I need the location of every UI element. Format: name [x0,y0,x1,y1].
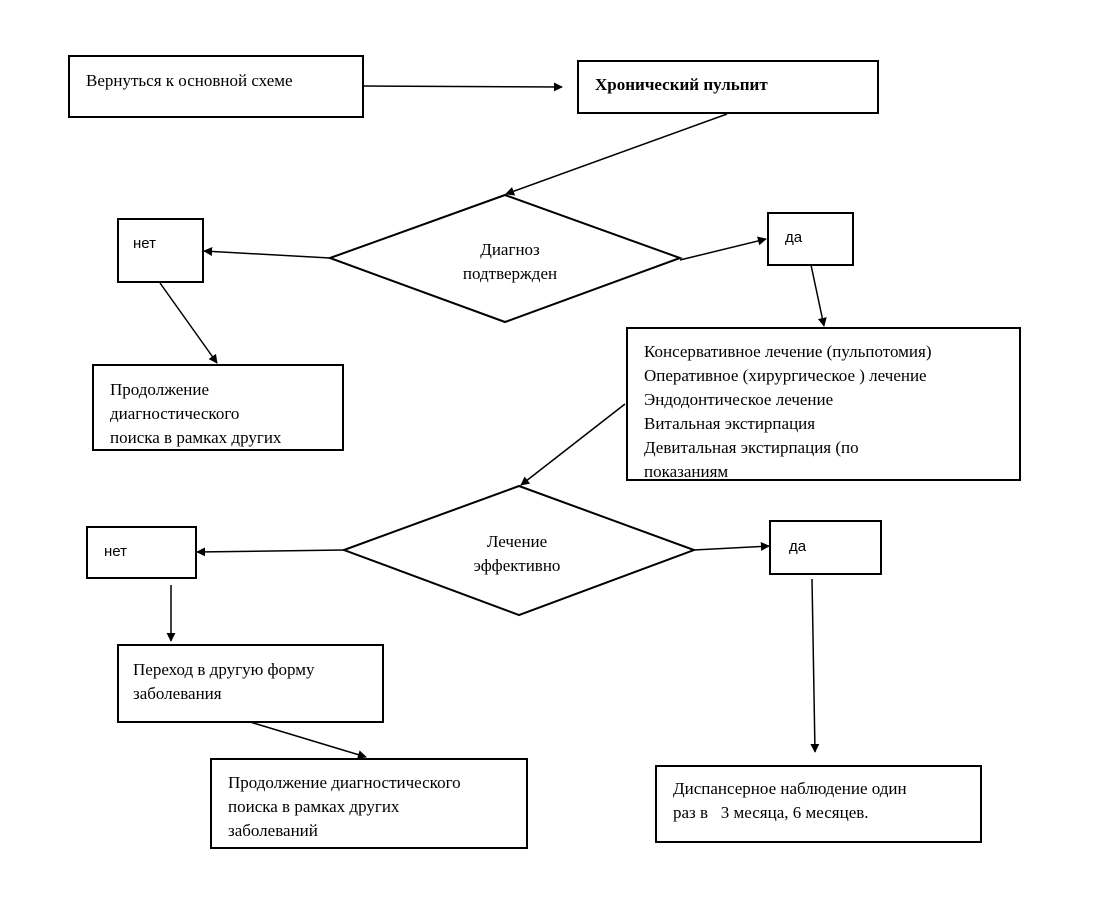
dispensary-box: Диспансерное наблюдение один раз в 3 мес… [655,765,982,843]
continue-search-1-line-1: Продолжение [110,380,210,399]
dispensary-line-2: раз в 3 месяца, 6 месяцев. [673,803,869,822]
transition-other-form-box: Переход в другую форму заболевания [117,644,384,723]
treatment-surgical: Оперативное (хирургическое ) лечение [644,366,927,385]
yes-box-1: да [767,212,854,266]
treatment-endodontic: Эндодонтическое лечение [644,390,834,409]
yes-label-1: да [785,229,803,246]
decision-diamond-diagnosis [327,193,683,324]
treatment-indications: показаниям [644,462,729,481]
yes-label-2: да [789,538,807,555]
return-main-text: Вернуться к основной схеме [86,71,293,90]
dispensary-line-1: Диспансерное наблюдение один [673,779,907,798]
arrow-diagnosis-to-yes [679,236,767,261]
treatment-vital-extirpation: Витальная экстирпация [644,414,816,433]
arrow-no-to-continue-search [159,282,218,364]
arrow-return-to-chronic [363,82,563,92]
arrow-effective-to-yes [693,541,770,551]
transition-line-2: заболевания [133,684,222,703]
no-box-1: нет [117,218,204,283]
continue-search-2-line-1: Продолжение диагностического [228,773,461,792]
no-label-1: нет [133,235,156,252]
no-box-2: нет [86,526,197,579]
return-main-box: Вернуться к основной схеме [68,55,364,118]
arrow-effective-to-no [196,547,345,557]
arrow-treatments-to-effective [520,403,626,486]
yes-box-2: да [769,520,882,575]
continue-search-box-2: Продолжение диагностического поиска в ра… [210,758,528,849]
diagnosis-confirmed-line-2: подтвержден [462,264,558,283]
chronic-pulpitis-box: Хронический пульпит [577,60,879,114]
arrow-yes-to-dispensary [810,578,820,753]
continue-search-1-line-3: поиска в рамках других [110,428,282,447]
diagnosis-confirmed-line-1: Диагноз [480,240,540,259]
treatment-effective-line-1: Лечение [486,532,548,551]
diagnosis-confirmed-label: Диагноз подтвержден [420,238,600,286]
arrow-diagnosis-to-no [203,246,331,259]
transition-line-1: Переход в другую форму [133,660,315,679]
treatment-effective-line-2: эффективно [473,556,561,575]
treatment-devital-extirpation: Девитальная экстирпация (по [644,438,859,457]
treatment-conservative: Консервативное лечение (пульпотомия) [644,342,932,361]
arrow-chronic-to-diagnosis [505,113,728,196]
arrow-transition-to-continue-search [249,721,367,759]
continue-search-box-1: Продолжение диагностического поиска в ра… [92,364,344,451]
no-label-2: нет [104,543,127,560]
continue-search-1-line-2: диагностического [110,404,240,423]
treatment-effective-label: Лечение эффективно [427,530,607,578]
continue-search-2-line-2: поиска в рамках других [228,797,400,816]
treatments-box: Консервативное лечение (пульпотомия) Опе… [626,327,1021,481]
arrow-yes-to-treatments [810,264,827,327]
continue-search-2-line-3: заболеваний [228,821,318,840]
chronic-pulpitis-title: Хронический пульпит [595,75,768,94]
